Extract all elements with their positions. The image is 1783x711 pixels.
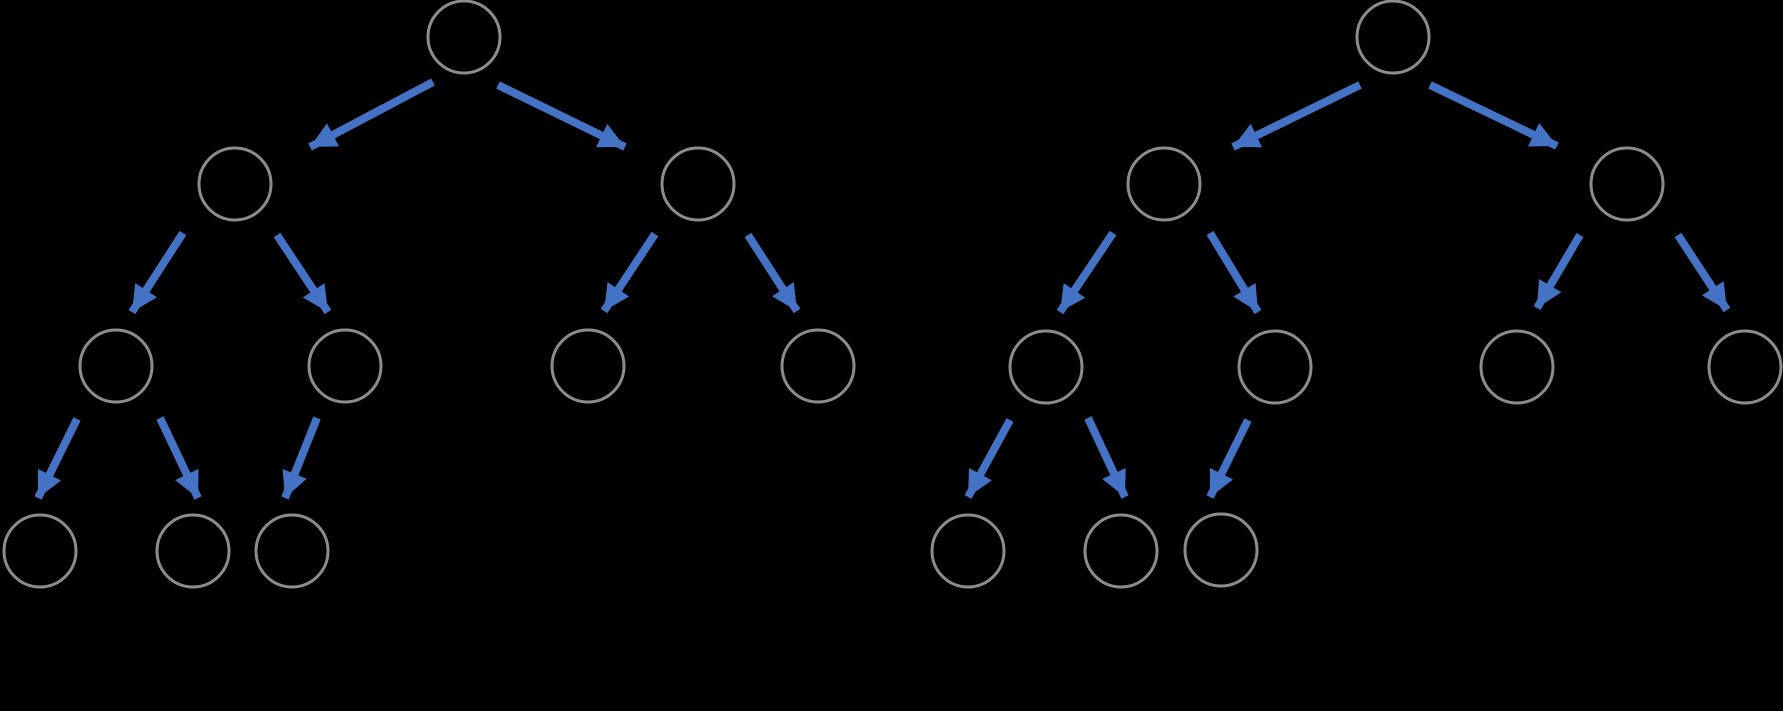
tree-edge-arrow-root-to-R [1428,81,1559,150]
tree-node-RL [1479,329,1555,405]
right-binary-tree [930,0,1783,589]
tree-edge-arrow-R-to-RL [600,231,659,314]
tree-node-LLL [2,513,78,589]
tree-node-LLL [930,513,1006,589]
tree-edge-arrow-LL-to-LLR [1084,416,1129,499]
tree-edge-arrow-R-to-RR [744,232,801,314]
tree-node-L [1126,146,1202,222]
tree-node-L [197,146,273,222]
tree-node-RL [550,328,626,404]
tree-node-LRL [254,513,330,589]
tree-node-LL [78,328,154,404]
tree-edge-arrow-R-to-RL [1533,232,1584,311]
tree-node-LR [307,328,383,404]
tree-node-LRL [1183,512,1259,588]
tree-node-LLR [155,513,231,589]
tree-edge-arrow-R-to-RR [1674,232,1731,313]
tree-edge-arrow-LL-to-LLL [964,418,1014,499]
tree-node-R [660,146,736,222]
tree-node-R [1589,146,1665,222]
tree-node-LL [1008,329,1084,405]
tree-edge-arrow-LL-to-LLR [156,416,202,500]
tree-node-root [1355,0,1431,75]
tree-edge-arrow-LR-to-LRL [1206,418,1252,499]
tree-node-LLR [1083,513,1159,589]
tree-edge-arrow-L-to-LL [1056,230,1117,315]
tree-edge-arrow-root-to-L [308,78,435,151]
tree-edge-arrow-root-to-L [1231,81,1362,151]
left-binary-tree [2,0,856,589]
tree-node-root [426,0,502,75]
tree-edge-arrow-LR-to-LRL [281,416,321,500]
tree-edge-arrow-L-to-LR [1206,230,1262,315]
tree-node-RR [1707,329,1783,405]
tree-edge-arrow-root-to-R [496,81,627,151]
tree-edge-arrow-L-to-LR [273,232,332,315]
tree-node-RR [780,328,856,404]
tree-node-LR [1237,329,1313,405]
tree-edge-arrow-LL-to-LLL [34,417,81,500]
tree-edge-arrow-L-to-LL [128,230,187,315]
